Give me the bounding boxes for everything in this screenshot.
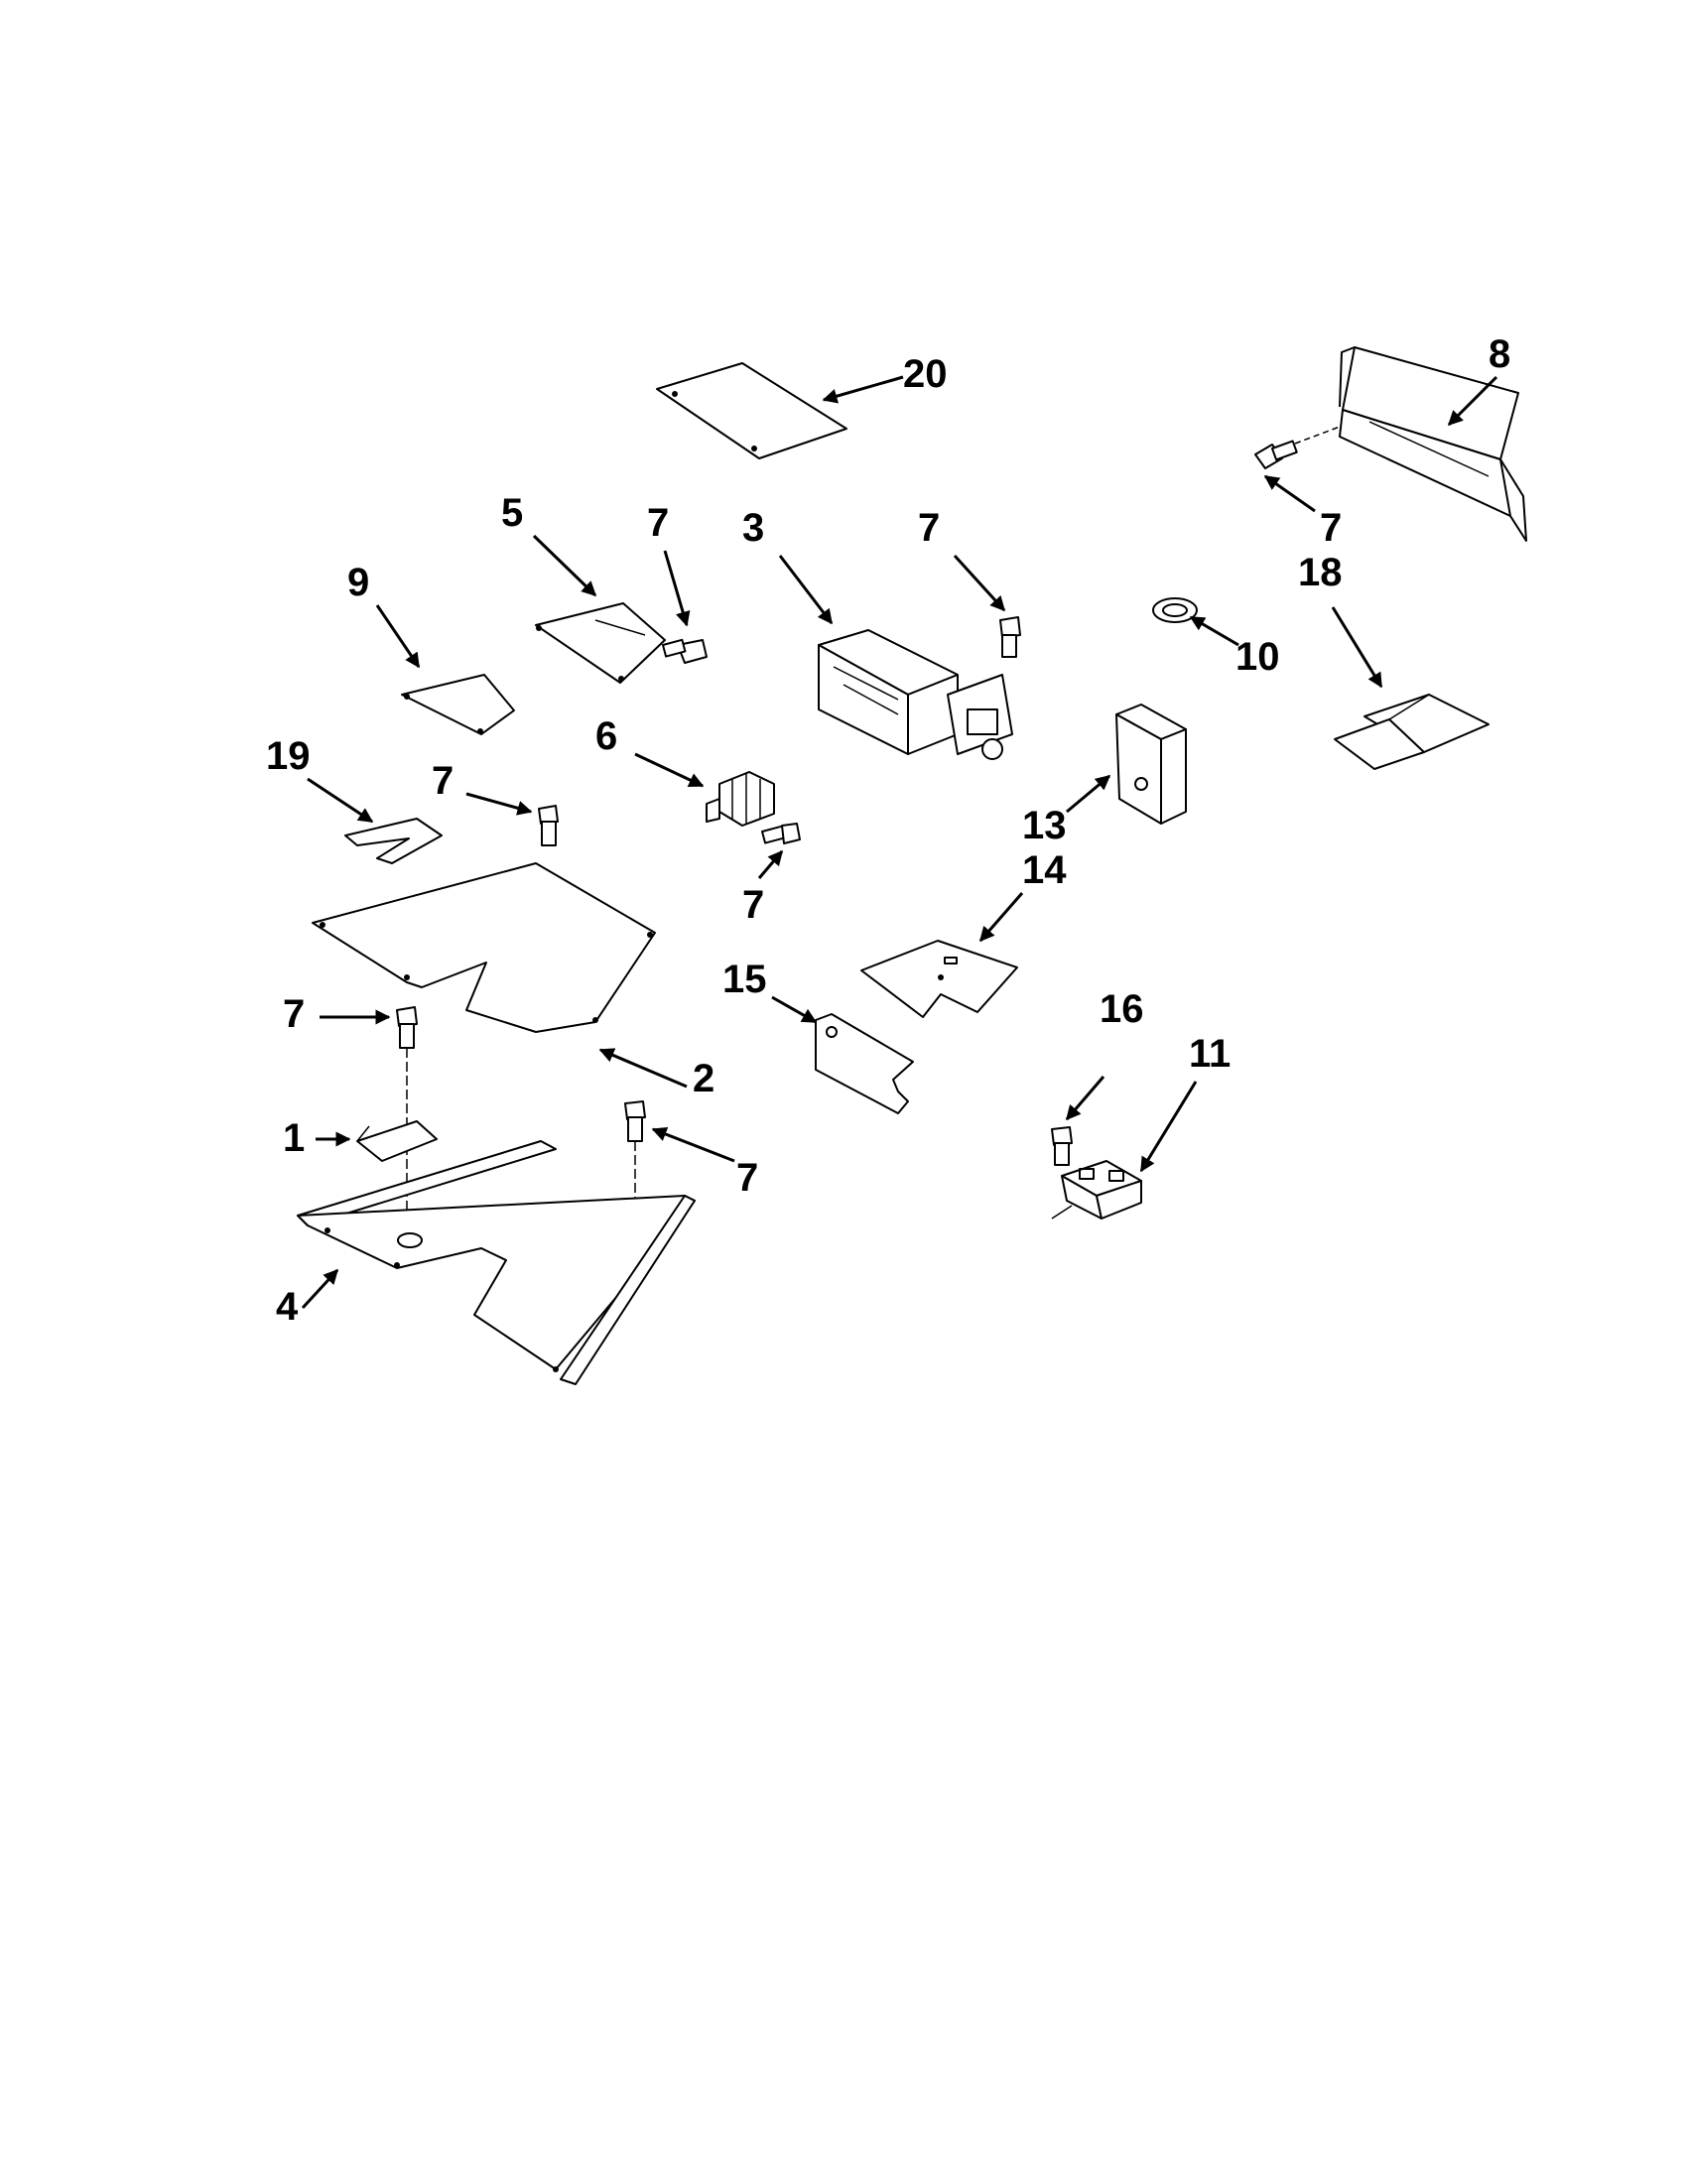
leader-6 xyxy=(634,752,705,788)
leader-15 xyxy=(771,995,818,1024)
screw-7-near-part-6 xyxy=(760,823,801,844)
part-11-terminal-block xyxy=(1051,1160,1142,1220)
part-3-relay-assembly xyxy=(818,629,1013,760)
leader-4 xyxy=(301,1268,339,1310)
part-20-cover-plate xyxy=(656,362,847,459)
leader-18 xyxy=(1331,606,1383,689)
leader-8 xyxy=(1447,375,1498,427)
part-19-small-bracket xyxy=(344,818,443,864)
part-14-plate xyxy=(860,940,1018,1018)
leader-19 xyxy=(307,777,374,824)
leader-7-upper-right xyxy=(1263,474,1316,513)
leader-7-near-3 xyxy=(953,554,1006,612)
callout-18: 18 xyxy=(1298,551,1343,594)
screw-7-near-part-19 xyxy=(538,805,559,846)
screw-7-near-part-5 xyxy=(661,638,708,664)
leader-7-near-5 xyxy=(663,550,691,627)
callout-20: 20 xyxy=(903,352,948,396)
part-1-small-bracket xyxy=(356,1120,438,1162)
callout-labels: 20 8 5 7 3 7 7 18 9 10 6 19 7 13 14 7 15… xyxy=(266,332,1510,1329)
leader-2 xyxy=(598,1048,688,1089)
callout-7-near-19: 7 xyxy=(432,759,454,803)
leader-3 xyxy=(778,555,834,625)
callout-3: 3 xyxy=(742,506,764,550)
part-15-plate xyxy=(815,1013,914,1114)
callout-16: 16 xyxy=(1100,987,1144,1031)
leader-20 xyxy=(822,375,904,404)
part-4-base-pan xyxy=(297,1140,696,1385)
callout-2: 2 xyxy=(693,1057,714,1100)
part-2-large-plate xyxy=(312,862,656,1033)
callout-4: 4 xyxy=(276,1285,299,1329)
leader-5 xyxy=(532,534,597,597)
part-8-bracket xyxy=(1339,346,1527,542)
leader-9 xyxy=(375,604,421,669)
callout-15: 15 xyxy=(722,958,767,1001)
callout-10: 10 xyxy=(1235,635,1280,679)
callout-9: 9 xyxy=(347,561,369,604)
leader-10 xyxy=(1189,615,1239,647)
leader-16 xyxy=(1065,1076,1105,1121)
callout-5: 5 xyxy=(501,491,523,535)
leader-7-center xyxy=(651,1126,735,1163)
callout-11: 11 xyxy=(1189,1032,1231,1076)
leader-13 xyxy=(1066,774,1111,814)
callout-14: 14 xyxy=(1022,848,1067,892)
screw-7-upper-right xyxy=(1254,426,1341,469)
callout-7-near-5: 7 xyxy=(647,501,669,545)
leader-7-near-6 xyxy=(757,849,784,879)
callout-1: 1 xyxy=(283,1116,305,1160)
callout-7-lower-left: 7 xyxy=(283,992,305,1036)
leader-7-near-19 xyxy=(465,792,533,816)
callout-13: 13 xyxy=(1022,804,1067,847)
callout-6: 6 xyxy=(595,714,617,758)
part-5-plate xyxy=(535,602,666,684)
part-6-transformer xyxy=(706,771,775,827)
leader-11 xyxy=(1139,1081,1198,1173)
callout-19: 19 xyxy=(266,734,311,778)
screw-7-lower-left xyxy=(396,1006,418,1235)
callout-8: 8 xyxy=(1489,332,1510,376)
callout-7-near-3: 7 xyxy=(918,506,940,550)
callout-7-near-6: 7 xyxy=(742,883,764,927)
screw-7-near-part-3 xyxy=(999,616,1021,658)
callout-7-upper-right: 7 xyxy=(1320,506,1342,550)
part-16-screw xyxy=(1051,1126,1073,1166)
part-10-gasket-ring xyxy=(1152,597,1198,623)
leader-lines xyxy=(301,375,1498,1310)
callout-7-center: 7 xyxy=(736,1156,758,1200)
leader-14 xyxy=(978,892,1024,943)
part-9-plate xyxy=(401,674,515,735)
part-13-junction-box xyxy=(1115,704,1187,825)
part-18-tray xyxy=(1334,694,1490,770)
